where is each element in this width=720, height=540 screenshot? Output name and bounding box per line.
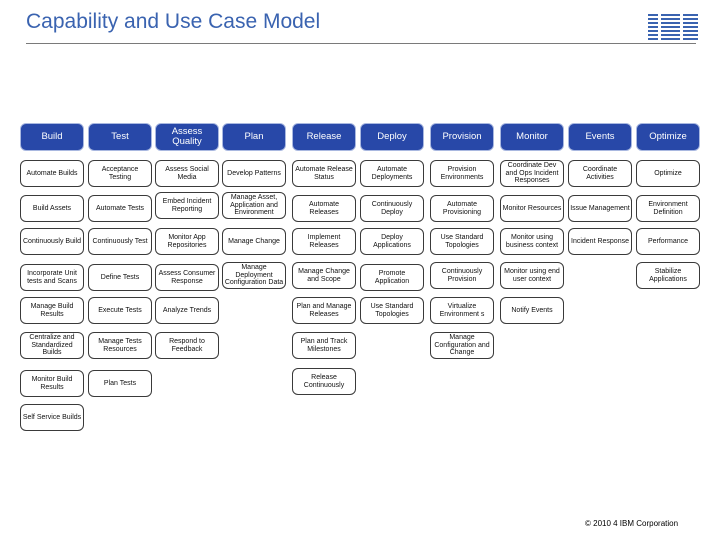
- capability-box: Use Standard Topologies: [360, 297, 424, 324]
- capability-box: Performance: [636, 228, 700, 255]
- capability-box: Execute Tests: [88, 297, 152, 324]
- capability-box: Assess Social Media: [155, 160, 219, 187]
- column-header-deploy: Deploy: [360, 123, 424, 151]
- capability-box: Release Continuously: [292, 368, 356, 395]
- capability-box: Virtualize Environment s: [430, 297, 494, 324]
- capability-box: Assess Consumer Response: [155, 264, 219, 291]
- capability-box: Manage Change and Scope: [292, 262, 356, 289]
- capability-box: Define Tests: [88, 264, 152, 291]
- capability-box: Continuously Test: [88, 228, 152, 255]
- capability-box: Use Standard Topologies: [430, 228, 494, 255]
- capability-box: Coordinate Dev and Ops Incident Response…: [500, 160, 564, 187]
- capability-box: Automate Releases: [292, 195, 356, 222]
- capability-box: Manage Deployment Configuration Data: [222, 262, 286, 289]
- capability-box: Automate Tests: [88, 195, 152, 222]
- capability-box: Incorporate Unit tests and Scans: [20, 264, 84, 291]
- capability-box: Respond to Feedback: [155, 332, 219, 359]
- capability-box: Monitor App Repositories: [155, 228, 219, 255]
- capability-box: Stabilize Applications: [636, 262, 700, 289]
- capability-box: Environment Definition: [636, 195, 700, 222]
- capability-box: Manage Tests Resources: [88, 332, 152, 359]
- capability-box: Monitor using end user context: [500, 262, 564, 289]
- capability-box: Manage Build Results: [20, 297, 84, 324]
- capability-box: Monitor using business context: [500, 228, 564, 255]
- column-header-provision: Provision: [430, 123, 494, 151]
- page-title: Capability and Use Case Model: [26, 10, 321, 33]
- column-header-monitor: Monitor: [500, 123, 564, 151]
- capability-box: Plan and Manage Releases: [292, 297, 356, 324]
- capability-box: Implement Releases: [292, 228, 356, 255]
- capability-box: Manage Change: [222, 228, 286, 255]
- capability-box: Provision Environments: [430, 160, 494, 187]
- capability-box: Coordinate Activities: [568, 160, 632, 187]
- capability-box: Develop Patterns: [222, 160, 286, 187]
- capability-box: Automate Deployments: [360, 160, 424, 187]
- capability-box: Build Assets: [20, 195, 84, 222]
- capability-box: Plan and Track Milestones: [292, 332, 356, 359]
- column-header-events: Events: [568, 123, 632, 151]
- capability-box: Automate Provisioning: [430, 195, 494, 222]
- capability-box: Optimize: [636, 160, 700, 187]
- capability-box: Manage Configuration and Change: [430, 332, 494, 359]
- capability-box: Automate Builds: [20, 160, 84, 187]
- column-header-optimize: Optimize: [636, 123, 700, 151]
- capability-box: Continuously Provision: [430, 262, 494, 289]
- column-header-release: Release: [292, 123, 356, 151]
- capability-box: Acceptance Testing: [88, 160, 152, 187]
- copyright: © 2010 4 IBM Corporation: [585, 519, 679, 528]
- capability-box: Monitor Build Results: [20, 370, 84, 397]
- capability-box: Monitor Resources: [500, 195, 564, 222]
- capability-box: Notify Events: [500, 297, 564, 324]
- column-header-test: Test: [88, 123, 152, 151]
- capability-box: Issue Management: [568, 195, 632, 222]
- column-header-assess-quality: Assess Quality: [155, 123, 219, 151]
- capability-box: Automate Release Status: [292, 160, 356, 187]
- capability-box: Deploy Applications: [360, 228, 424, 255]
- capability-box: Plan Tests: [88, 370, 152, 397]
- capability-box: Manage Asset, Application and Environmen…: [222, 192, 286, 219]
- capability-box: Promote Application: [360, 264, 424, 291]
- capability-box: Centralize and Standardized Builds: [20, 332, 84, 359]
- capability-box: Embed Incident Reporting: [155, 192, 219, 219]
- capability-box: Self Service Builds: [20, 404, 84, 431]
- title-divider: [26, 43, 696, 44]
- capability-box: Analyze Trends: [155, 297, 219, 324]
- ibm-logo: [648, 14, 698, 40]
- capability-box: Incident Response: [568, 228, 632, 255]
- column-header-plan: Plan: [222, 123, 286, 151]
- column-header-build: Build: [20, 123, 84, 151]
- capability-box: Continuously Deploy: [360, 195, 424, 222]
- capability-box: Continuously Build: [20, 228, 84, 255]
